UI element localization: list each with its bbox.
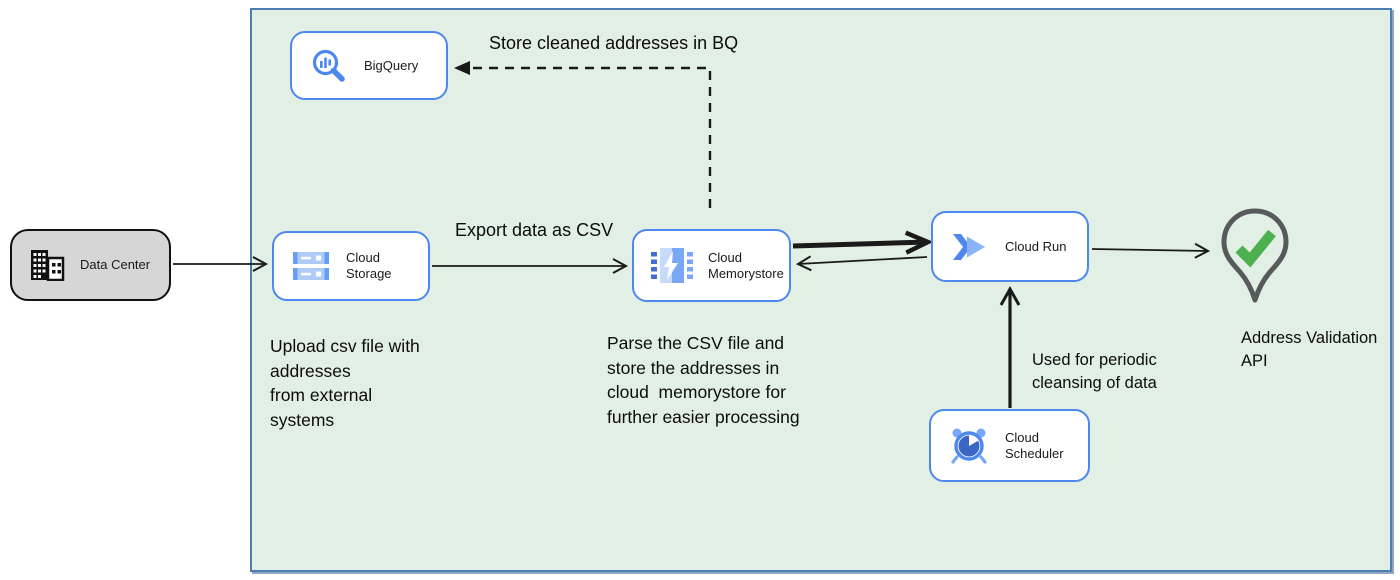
export-csv-annotation: Export data as CSV <box>455 220 614 240</box>
cloud-scheduler-node[interactable]: Cloud Scheduler <box>929 409 1090 482</box>
bigquery-label: BigQuery <box>364 57 419 73</box>
cloud-storage-icon <box>291 249 331 283</box>
memorystore-icon <box>651 246 693 285</box>
address-validation-pin[interactable] <box>1219 207 1291 312</box>
cloud-scheduler-label: Cloud Scheduler <box>1005 429 1064 461</box>
periodic-note: Used for periodic cleansing of data <box>1032 351 1157 392</box>
building-icon <box>29 249 65 281</box>
cloud-memorystore-node[interactable]: Cloud Memorystore <box>632 229 791 302</box>
cloud-run-node[interactable]: Cloud Run <box>931 211 1089 282</box>
store-bq-annotation: Store cleaned addresses in BQ <box>489 33 739 53</box>
cloud-storage-label: Cloud Storage <box>346 250 392 281</box>
bigquery-node[interactable]: BigQuery <box>290 31 448 100</box>
data-center-label: Data Center <box>80 257 151 272</box>
cloud-storage-node[interactable]: Cloud Storage <box>272 231 430 301</box>
cloud-run-label: Cloud Run <box>1005 238 1067 254</box>
bigquery-icon <box>309 46 349 86</box>
data-center-node[interactable]: Data Center <box>10 229 171 301</box>
cloud-scheduler-icon <box>948 426 990 466</box>
upload-note: Upload csv file with addresses from exte… <box>270 336 420 430</box>
cloud-memorystore-label: Cloud Memorystore <box>708 249 784 281</box>
map-pin-checkmark-icon <box>1219 207 1291 307</box>
system-boundary-zone <box>250 8 1392 572</box>
cloud-run-icon <box>950 232 990 262</box>
address-validation-label: Address Validation API <box>1241 329 1382 370</box>
parse-note: Parse the CSV file and store the address… <box>607 333 800 427</box>
